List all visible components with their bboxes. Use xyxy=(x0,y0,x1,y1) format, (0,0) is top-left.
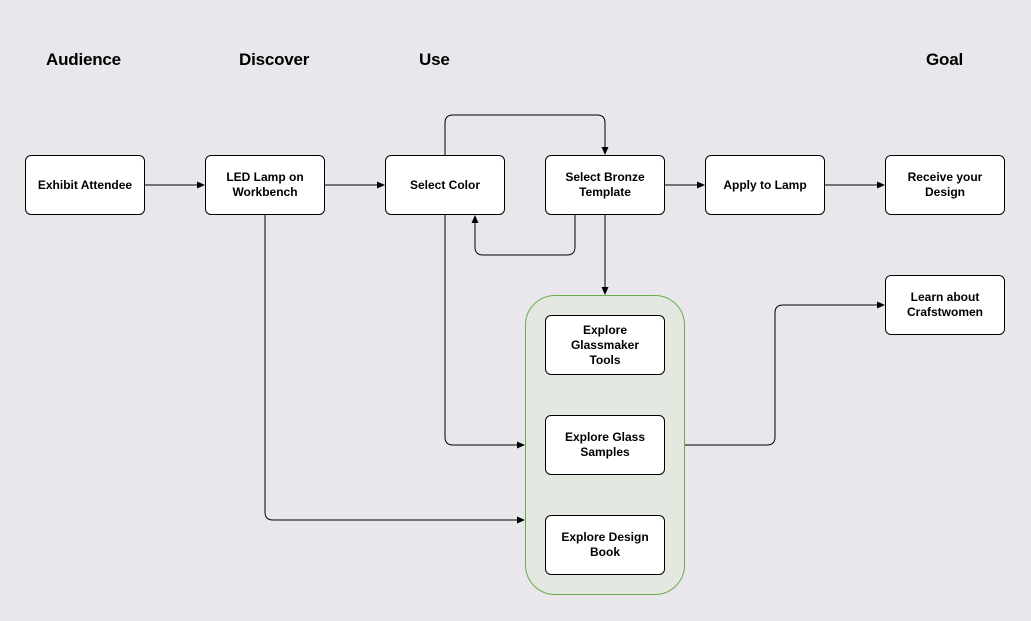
node-receive-design[interactable]: Receive your Design xyxy=(885,155,1005,215)
edge-lamp-to-group xyxy=(264,215,525,524)
heading-discover: Discover xyxy=(239,50,310,69)
edge-color-to-bronze xyxy=(444,114,609,155)
edge-group-to-learn xyxy=(685,301,885,446)
node-led-lamp[interactable]: LED Lamp on Workbench xyxy=(205,155,325,215)
edge-bronze-to-color xyxy=(471,215,576,256)
node-explore-glassmaker-tools[interactable]: Explore Glassmaker Tools xyxy=(545,315,665,375)
node-explore-glass-samples[interactable]: Explore Glass Samples xyxy=(545,415,665,475)
node-explore-design-book[interactable]: Explore Design Book xyxy=(545,515,665,575)
heading-goal: Goal xyxy=(926,50,963,69)
node-apply-to-lamp[interactable]: Apply to Lamp xyxy=(705,155,825,215)
node-select-bronze-template[interactable]: Select Bronze Template xyxy=(545,155,665,215)
node-select-color[interactable]: Select Color xyxy=(385,155,505,215)
node-exhibit-attendee[interactable]: Exhibit Attendee xyxy=(25,155,145,215)
heading-use: Use xyxy=(419,50,450,69)
edge-color-to-group xyxy=(444,215,525,449)
heading-audience: Audience xyxy=(46,50,121,69)
node-learn-crafstwomen[interactable]: Learn about Crafstwomen xyxy=(885,275,1005,335)
